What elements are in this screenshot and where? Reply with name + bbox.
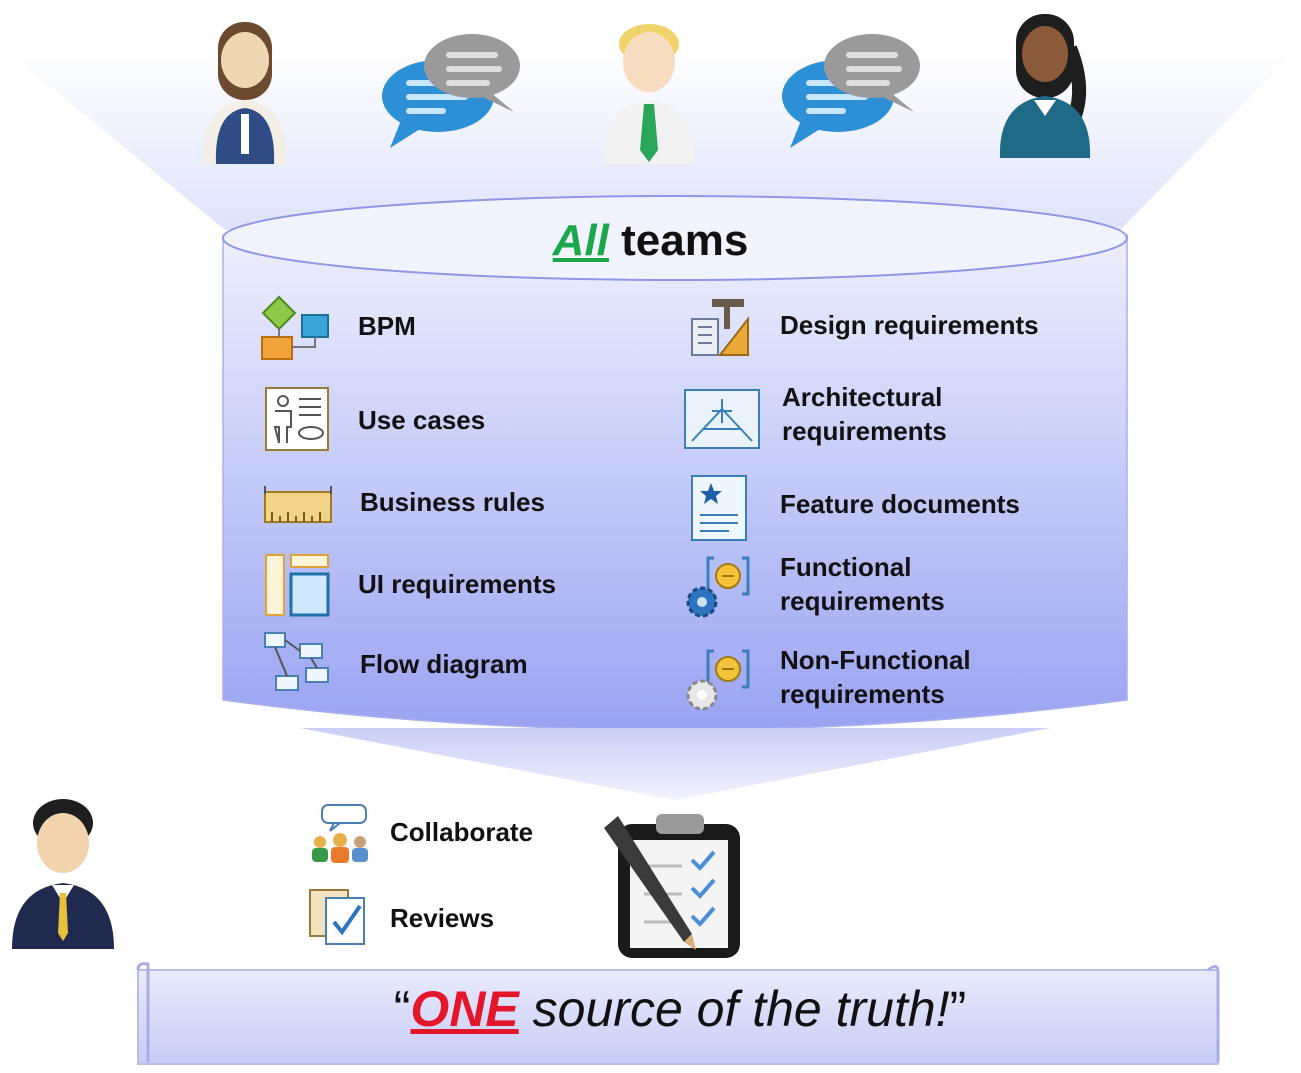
item-label-nonfunctional-requirements: Non-Functional requirements <box>780 645 971 709</box>
banner-emphasis: ONE <box>410 981 519 1037</box>
design-tools-icon <box>691 299 749 356</box>
action-label-collaborate: Collaborate <box>390 817 534 847</box>
item-label-use-cases: Use cases <box>358 405 486 435</box>
bpm-diagram-icon <box>261 295 329 360</box>
banner-close-quote: ” <box>949 981 967 1037</box>
functional-gear-icon <box>686 556 750 618</box>
item-label-functional-requirements: Functional requirements <box>780 552 945 616</box>
banner-slogan: “ONE source of the truth!” <box>150 980 1210 1038</box>
item-label-flow-diagram: Flow diagram <box>360 649 528 679</box>
feature-document-icon <box>691 475 747 541</box>
title-rest: teams <box>621 216 749 265</box>
item-label-business-rules: Business rules <box>360 487 545 517</box>
checklist-pen-icon <box>604 814 740 958</box>
woman-avatar-icon <box>999 14 1091 158</box>
nonfunctional-gear-icon <box>686 649 750 711</box>
item-label-bpm: BPM <box>358 311 416 341</box>
chat-bubble-icon <box>782 34 920 148</box>
architecture-icon <box>684 389 760 449</box>
title-emphasis: All <box>552 216 609 265</box>
action-label-reviews: Reviews <box>390 903 495 933</box>
banner-open-quote: “ <box>393 981 411 1037</box>
item-label-feature-documents: Feature documents <box>780 489 1020 519</box>
manager-avatar-icon <box>12 799 114 949</box>
item-label-architectural-requirements: Architectural requirements <box>782 382 947 446</box>
use-case-icon <box>265 387 329 451</box>
flow-diagram-icon <box>264 632 329 691</box>
man-avatar-icon <box>603 24 695 164</box>
ruler-icon <box>264 486 332 523</box>
banner-scroll <box>136 962 1220 1065</box>
chat-bubble-icon <box>382 34 520 148</box>
review-clipboard-icon <box>309 889 365 945</box>
banner-rest: source of the truth! <box>518 981 950 1037</box>
woman-avatar-icon <box>203 22 287 164</box>
ui-layout-icon <box>265 554 330 617</box>
collaborate-people-icon <box>312 804 368 863</box>
page-title: All teams <box>0 216 1301 266</box>
item-label-design-requirements: Design requirements <box>780 310 1039 340</box>
item-label-ui-requirements: UI requirements <box>358 569 556 599</box>
